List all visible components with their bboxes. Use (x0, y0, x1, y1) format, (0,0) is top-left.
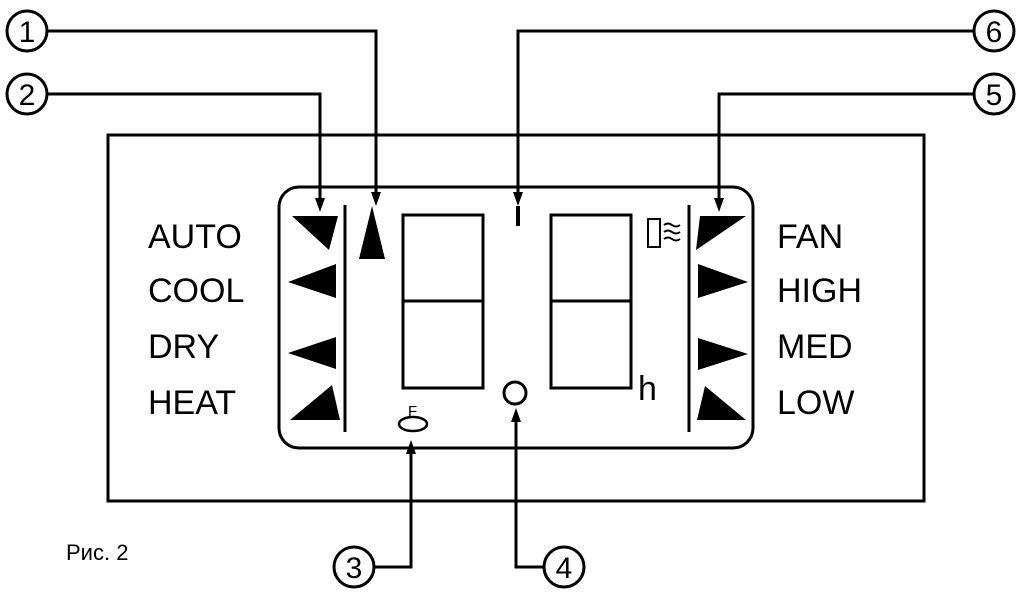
fan-indicator-high (698, 264, 748, 298)
key-icon-letter: F (408, 403, 417, 420)
leader-line-6 (516, 29, 973, 200)
callout-circle-1 (5, 9, 49, 53)
arrowhead-3 (406, 440, 416, 454)
fan-label-fan: FAN (777, 218, 843, 256)
fan-indicator-low (697, 386, 746, 420)
mode-indicator-heat (290, 385, 340, 420)
hour-unit-label: h (638, 370, 657, 408)
arrowhead-6 (513, 192, 523, 206)
fan-label-med: MED (777, 328, 853, 366)
callout-circle-2 (5, 72, 49, 116)
arrowhead-1 (371, 192, 381, 206)
callout-circle-4 (542, 545, 586, 589)
callout-number-6: 6 (986, 16, 1003, 49)
leader-line-4 (514, 420, 544, 569)
mode-indicator-auto (292, 216, 338, 250)
arrowhead-2 (315, 198, 325, 212)
callout-circle-6 (972, 9, 1016, 53)
mode-label-cool: COOL (148, 272, 244, 310)
fan-icon (647, 218, 681, 248)
callout-number-4: 4 (556, 552, 573, 585)
mode-indicator-cool (288, 264, 336, 298)
mode-label-heat: HEAT (148, 384, 236, 422)
leader-line-3 (374, 450, 413, 569)
key-icon: F (397, 403, 429, 433)
fan-label-low: LOW (777, 384, 854, 422)
callout-number-3: 3 (346, 552, 363, 585)
mode-label-auto: AUTO (148, 218, 242, 256)
fan-label-high: HIGH (777, 272, 862, 310)
callout-circle-3 (332, 545, 376, 589)
callout-number-5: 5 (986, 79, 1003, 112)
arrowhead-4 (511, 408, 521, 422)
fan-indicator-fan (696, 216, 746, 250)
leader-line-2 (46, 92, 322, 206)
callout-number-1: 1 (19, 16, 36, 49)
mode-label-dry: DRY (148, 328, 219, 366)
callout-circle-5 (972, 72, 1016, 116)
figure-caption: Рис. 2 (66, 540, 128, 565)
callout-number-2: 2 (19, 79, 36, 112)
timer-circle-indicator (502, 380, 528, 406)
arrowhead-5 (714, 198, 724, 212)
leader-line-5 (717, 92, 973, 206)
mode-indicator-dry (288, 337, 336, 369)
indicator-triangle-up (359, 206, 385, 259)
leader-line-1 (46, 29, 378, 198)
fan-indicator-med (698, 338, 748, 370)
